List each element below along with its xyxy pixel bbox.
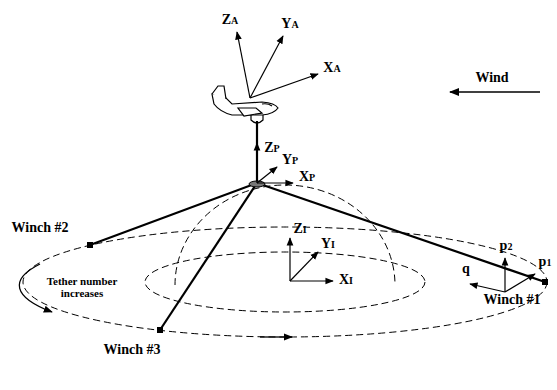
axis-label: Wind [475,70,508,85]
axis-label: YP [282,152,298,167]
axis-label: Winch #3 [104,342,161,357]
axis-label: Winch #2 [12,220,69,235]
axis-label: YA [281,16,298,31]
tethers [90,121,545,330]
axis-label: p1 [539,254,552,269]
axis-label: XA [323,60,340,75]
axis-label: Tether number increases [41,275,123,299]
aircraft-axes [237,32,318,98]
wind-arrow [450,91,540,93]
axis-label: ZA [222,12,239,27]
axis-label: YI [321,236,335,251]
inner-circle [145,252,425,312]
axis-label: q [462,261,470,276]
axis-label: ZP [264,140,279,155]
axis-label: Winch #1 [484,292,541,307]
axis-label: p2 [500,238,513,253]
winch-axes [470,258,535,292]
direction-arrow [19,264,52,312]
axis-label: XI [339,272,353,287]
axis-label: XP [299,169,315,184]
winches [87,242,548,333]
axis-label: ZI [293,221,306,236]
direction-arrow [260,336,292,337]
dome [175,185,395,285]
winch-circle [23,227,547,337]
